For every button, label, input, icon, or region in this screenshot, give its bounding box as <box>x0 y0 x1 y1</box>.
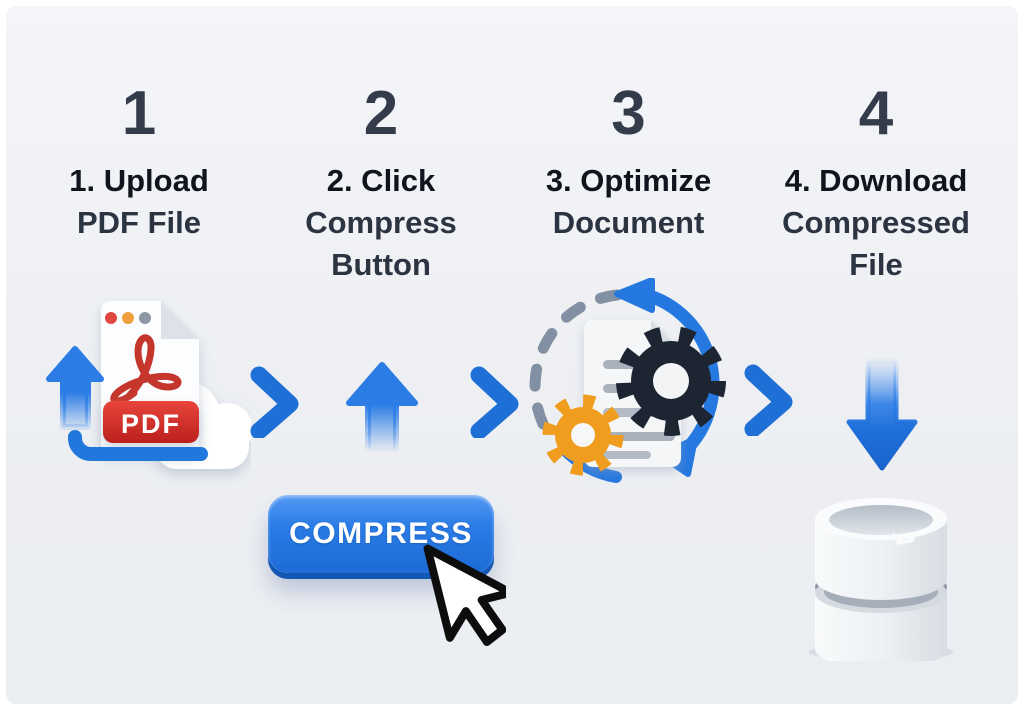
cylinder-top-bowl <box>815 498 947 600</box>
gear-dark-icon <box>616 326 726 436</box>
infographic-panel: 1 1. Upload PDF File 2 2. Click Compress… <box>6 6 1018 704</box>
step-3-number: 3 <box>611 79 646 148</box>
dashed-arc-icon <box>529 289 623 436</box>
compress-up-arrow-icon <box>346 362 418 455</box>
chevron-right-icon <box>470 366 519 438</box>
step-1-label: 1. Upload PDF File <box>69 163 209 240</box>
window-dot-orange <box>122 312 134 324</box>
acrobat-logo-icon <box>110 334 182 405</box>
optimize-gears-icon <box>529 278 726 483</box>
chevron-right-icon <box>744 364 793 436</box>
download-arrow-icon <box>846 358 918 471</box>
step-4-number: 4 <box>858 79 894 148</box>
step-1-header: 1 1. Upload PDF File <box>29 80 249 244</box>
step-4-label: 4. Download Compressed File <box>782 163 970 282</box>
step-3-label: 3. Optimize Document <box>545 163 712 240</box>
step-3-header: 3 3. Optimize Document <box>511 80 746 244</box>
step-2-number: 2 <box>363 79 399 148</box>
chevron-right-icon <box>250 366 299 438</box>
step-2-header: 2 2. Click Compress Button <box>271 80 491 286</box>
step-1-number: 1 <box>121 79 157 148</box>
step-2-label: 2. Click Compress Button <box>305 163 457 282</box>
window-dot-red <box>105 312 117 324</box>
cursor-pointer-icon <box>423 544 506 646</box>
step-4-header: 4 4. Download Compressed File <box>751 80 1001 286</box>
gear-orange-icon <box>542 394 624 476</box>
pdf-badge: PDF <box>103 401 199 443</box>
pdf-upload-icon: PDF <box>46 301 251 469</box>
upload-arrow-icon <box>46 346 208 461</box>
window-dot-gray <box>139 312 151 324</box>
compressed-file-icon <box>809 498 953 661</box>
svg-text:PDF: PDF <box>121 409 181 439</box>
